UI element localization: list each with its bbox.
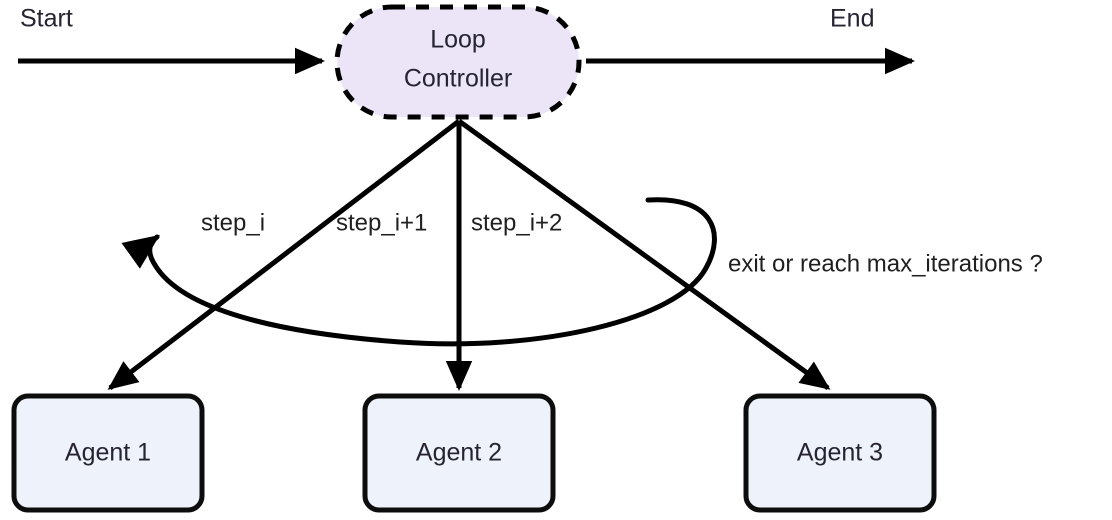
edge-label-step-i-plus-2: step_i+2 — [471, 209, 562, 236]
loop-controller-label-line1: Loop — [430, 26, 486, 54]
edge-controller-to-agent-1 — [107, 119, 461, 390]
edge-label-feedback-condition: exit or reach max_iterations ? — [728, 250, 1043, 277]
edge-label-step-i-plus-1: step_i+1 — [336, 209, 427, 236]
agent-3-label: Agent 3 — [797, 439, 883, 467]
loop-controller-node[interactable] — [334, 4, 582, 120]
agent-2-node[interactable] — [362, 393, 556, 513]
agent-1-node[interactable] — [11, 393, 205, 513]
end-label: End — [830, 5, 874, 33]
start-label: Start — [20, 5, 73, 33]
feedback-loop-edge — [121, 197, 717, 347]
agent-2-label: Agent 2 — [416, 439, 502, 467]
edge-label-step-i: step_i — [201, 209, 265, 236]
loop-controller-label-line2: Controller — [404, 65, 512, 93]
agent-3-node[interactable] — [743, 393, 937, 513]
edge-controller-to-agent-3 — [457, 118, 831, 391]
agent-1-label: Agent 1 — [65, 439, 151, 467]
